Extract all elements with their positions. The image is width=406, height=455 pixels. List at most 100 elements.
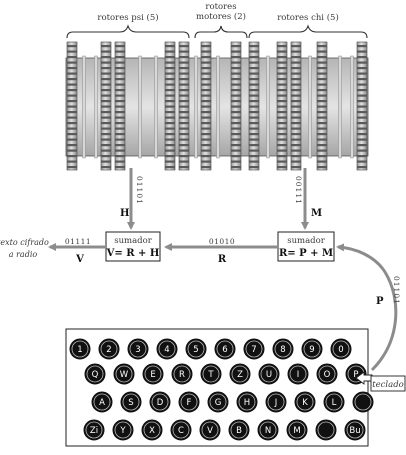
rotor-spacer-4: [154, 55, 158, 159]
key-g[interactable]: G: [207, 391, 229, 413]
key-label: R: [179, 370, 185, 380]
key-label: Z: [237, 370, 243, 380]
key-k[interactable]: K: [294, 391, 316, 413]
key-label: A: [99, 398, 105, 408]
key-j[interactable]: J: [265, 391, 287, 413]
key-label: G: [215, 398, 222, 408]
key-o[interactable]: O: [316, 363, 338, 385]
letter-H: H: [120, 208, 129, 219]
key-a[interactable]: A: [91, 391, 113, 413]
keyboard-output-arrow: [336, 243, 398, 372]
key-c[interactable]: C: [170, 419, 192, 441]
key-6[interactable]: 6: [214, 338, 236, 360]
rotor-3: [114, 41, 126, 171]
rotor-spacer-9: [338, 55, 342, 159]
key-label: 7: [251, 345, 256, 355]
key-label: 9: [309, 345, 314, 355]
chi-brace: [248, 24, 368, 39]
key-5[interactable]: 5: [185, 338, 207, 360]
chi-bit-stream: 00111: [294, 176, 303, 205]
key-4[interactable]: 4: [156, 338, 178, 360]
key-blank-3-8[interactable]: [315, 419, 337, 441]
key-m[interactable]: M: [286, 419, 308, 441]
key-label: 6: [222, 345, 227, 355]
key-label: 3: [135, 345, 140, 355]
key-r[interactable]: R: [171, 363, 193, 385]
right-adder-formula: R= P + M: [279, 248, 333, 259]
rotor-spacer-1: [82, 55, 86, 159]
motor-brace: [194, 25, 248, 39]
rotor-1: [66, 41, 78, 171]
teclado-callout: teclado: [355, 371, 406, 392]
key-label: B: [236, 426, 242, 436]
key-label: J: [274, 398, 278, 408]
key-b[interactable]: B: [228, 419, 250, 441]
key-8[interactable]: 8: [272, 338, 294, 360]
rotor-2: [100, 41, 112, 171]
key-label: X: [149, 426, 155, 436]
key-label: V: [207, 426, 213, 436]
motor-group-label-line2: motores (2): [196, 11, 246, 22]
key-label: Bu: [349, 426, 360, 436]
rotor-4: [164, 41, 176, 171]
letter-R: R: [218, 254, 227, 265]
psi-bit-stream: 01101: [135, 176, 144, 205]
output-label-line1: texto cifrado: [0, 238, 49, 247]
right-adder: sumador R= P + M: [277, 231, 335, 262]
key-w[interactable]: W: [113, 363, 135, 385]
key-d[interactable]: D: [149, 391, 171, 413]
key-bu[interactable]: Bu: [344, 419, 366, 441]
key-zi[interactable]: Zi: [83, 419, 105, 441]
rotor-11: [316, 41, 328, 171]
rotor-6: [200, 41, 212, 171]
key-9[interactable]: 9: [301, 338, 323, 360]
key-e[interactable]: E: [142, 363, 164, 385]
chi-group-label: rotores chi (5): [277, 12, 339, 23]
key-label: S: [128, 398, 133, 408]
rotor-spacer-3: [138, 55, 142, 159]
key-1[interactable]: 1: [69, 338, 91, 360]
key-label: 1: [77, 345, 82, 355]
left-adder-formula: V= R + H: [106, 248, 160, 259]
motor-group-label-line1: rotores: [205, 2, 236, 12]
rotor-8: [248, 41, 260, 171]
R-bit-stream: 01010: [209, 237, 235, 246]
key-3[interactable]: 3: [127, 338, 149, 360]
key-t[interactable]: T: [200, 363, 222, 385]
key-n[interactable]: N: [257, 419, 279, 441]
key-label: Q: [92, 370, 99, 380]
key-blank-2-9[interactable]: [352, 391, 374, 413]
rotor-spacer-5: [194, 55, 198, 159]
key-label: Zi: [90, 426, 98, 436]
key-s[interactable]: S: [120, 391, 142, 413]
key-q[interactable]: Q: [84, 363, 106, 385]
key-label: I: [297, 370, 300, 380]
key-f[interactable]: F: [178, 391, 200, 413]
left-adder-title: sumador: [114, 236, 153, 246]
psi-brace: [66, 24, 190, 39]
key-y[interactable]: Y: [112, 419, 134, 441]
key-label: 0: [338, 345, 343, 355]
key-x[interactable]: X: [141, 419, 163, 441]
rotor-assembly: [66, 41, 368, 171]
key-i[interactable]: I: [287, 363, 309, 385]
key-v[interactable]: V: [199, 419, 221, 441]
key-label: K: [302, 398, 308, 408]
letter-M: M: [311, 208, 322, 219]
key-label: 2: [106, 345, 111, 355]
rotor-12: [356, 41, 368, 171]
psi-group-label: rotores psi (5): [97, 12, 158, 23]
rotor-spacer-7: [266, 55, 270, 159]
rotor-5: [178, 41, 190, 171]
key-z[interactable]: Z: [229, 363, 251, 385]
key-label: D: [157, 398, 164, 408]
key-2[interactable]: 2: [98, 338, 120, 360]
key-h[interactable]: H: [236, 391, 258, 413]
key-u[interactable]: U: [258, 363, 280, 385]
key-7[interactable]: 7: [243, 338, 265, 360]
letter-P: P: [376, 296, 384, 307]
key-label: E: [150, 370, 155, 380]
key-l[interactable]: L: [323, 391, 345, 413]
key-0[interactable]: 0: [330, 338, 352, 360]
